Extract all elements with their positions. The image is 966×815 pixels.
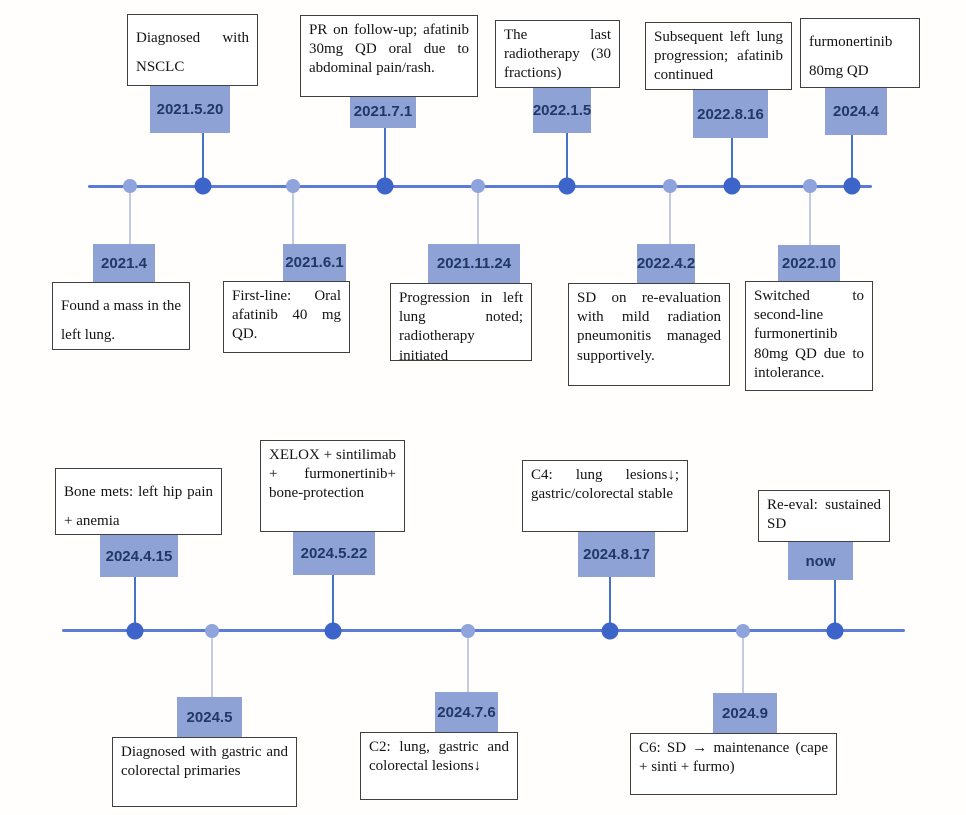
event-date: 2024.4 [825, 88, 887, 135]
connector-stem [731, 138, 733, 186]
event-date: 2022.1.5 [533, 88, 591, 133]
connector-stem [851, 135, 853, 186]
connector-stem [566, 133, 568, 186]
event-description: Subsequent left lung progression; afatin… [645, 22, 792, 90]
timeline-dot [123, 179, 137, 193]
event-date: 2022.10 [778, 245, 840, 281]
event-date: 2024.5.22 [293, 532, 375, 575]
event-description: Re-eval: sustained SD [758, 490, 890, 542]
event-date: 2024.4.15 [100, 535, 178, 577]
event-date: 2021.11.24 [428, 244, 520, 283]
connector-stem [467, 632, 469, 692]
timeline-dot [286, 179, 300, 193]
timeline-dot [194, 177, 212, 195]
timeline-dot [461, 624, 475, 638]
event-description: Bone mets: left hip pain + anemia [55, 468, 222, 535]
connector-stem [332, 575, 334, 630]
timeline-dot [736, 624, 750, 638]
event-date: 2024.9 [713, 693, 777, 733]
timeline-dot [843, 177, 861, 195]
connector-stem [202, 133, 204, 186]
timeline-dot [601, 622, 619, 640]
event-date: 2022.8.16 [693, 90, 768, 138]
timeline-dot [723, 177, 741, 195]
timeline-dot [803, 179, 817, 193]
event-description: C2: lung, gastric and colorectal lesions… [360, 732, 518, 800]
event-description: C4: lung lesions↓; gastric/colorectal st… [522, 460, 688, 532]
connector-stem [134, 577, 136, 630]
event-date: 2021.4 [93, 244, 155, 282]
connector-stem [742, 632, 744, 693]
timeline-dot [376, 177, 394, 195]
event-description: XELOX + sintilimab + furmonertinib+ bone… [260, 440, 405, 532]
event-description: C6: SD → maintenance (cape + sinti + fur… [630, 733, 837, 795]
connector-stem [609, 577, 611, 630]
event-date: 2024.8.17 [578, 532, 655, 577]
event-date: 2022.4.2 [637, 244, 695, 283]
event-date: 2021.6.1 [283, 244, 346, 281]
event-description: Diagnosed with NSCLC [127, 14, 258, 86]
event-date: 2024.7.6 [435, 692, 498, 732]
event-description: Switched to second-line furmonertinib 80… [745, 281, 873, 391]
event-description: SD on re-evaluation with mild radiation … [568, 283, 730, 386]
timeline-dot [826, 622, 844, 640]
timeline-dot [471, 179, 485, 193]
connector-stem [477, 188, 479, 244]
connector-stem [292, 188, 294, 244]
connector-stem [834, 580, 836, 630]
timeline-dot [126, 622, 144, 640]
timeline-axis [62, 629, 905, 632]
connector-stem [211, 632, 213, 697]
event-date: 2024.5 [177, 697, 242, 737]
timeline-dot [324, 622, 342, 640]
connector-stem [669, 188, 671, 244]
connector-stem [129, 188, 131, 244]
event-description: Progression in left lung noted; radiothe… [390, 283, 532, 361]
event-description: Found a mass in the left lung. [52, 282, 190, 350]
event-date: 2021.5.20 [150, 86, 230, 133]
connector-stem [384, 128, 386, 186]
connector-stem [809, 188, 811, 245]
timeline-dot [663, 179, 677, 193]
event-description: The last radiotherapy (30 fractions) [495, 20, 620, 88]
timeline-dot [205, 624, 219, 638]
event-date: 2021.7.1 [350, 95, 416, 128]
event-description: furmonertinib 80mg QD [800, 18, 920, 88]
timeline-dot [558, 177, 576, 195]
event-date: now [788, 542, 853, 580]
event-description: First-line: Oral afatinib 40 mg QD. [223, 281, 350, 353]
event-description: Diagnosed with gastric and colorectal pr… [112, 737, 297, 807]
event-description: PR on follow-up; afatinib 30mg QD oral d… [300, 15, 478, 97]
